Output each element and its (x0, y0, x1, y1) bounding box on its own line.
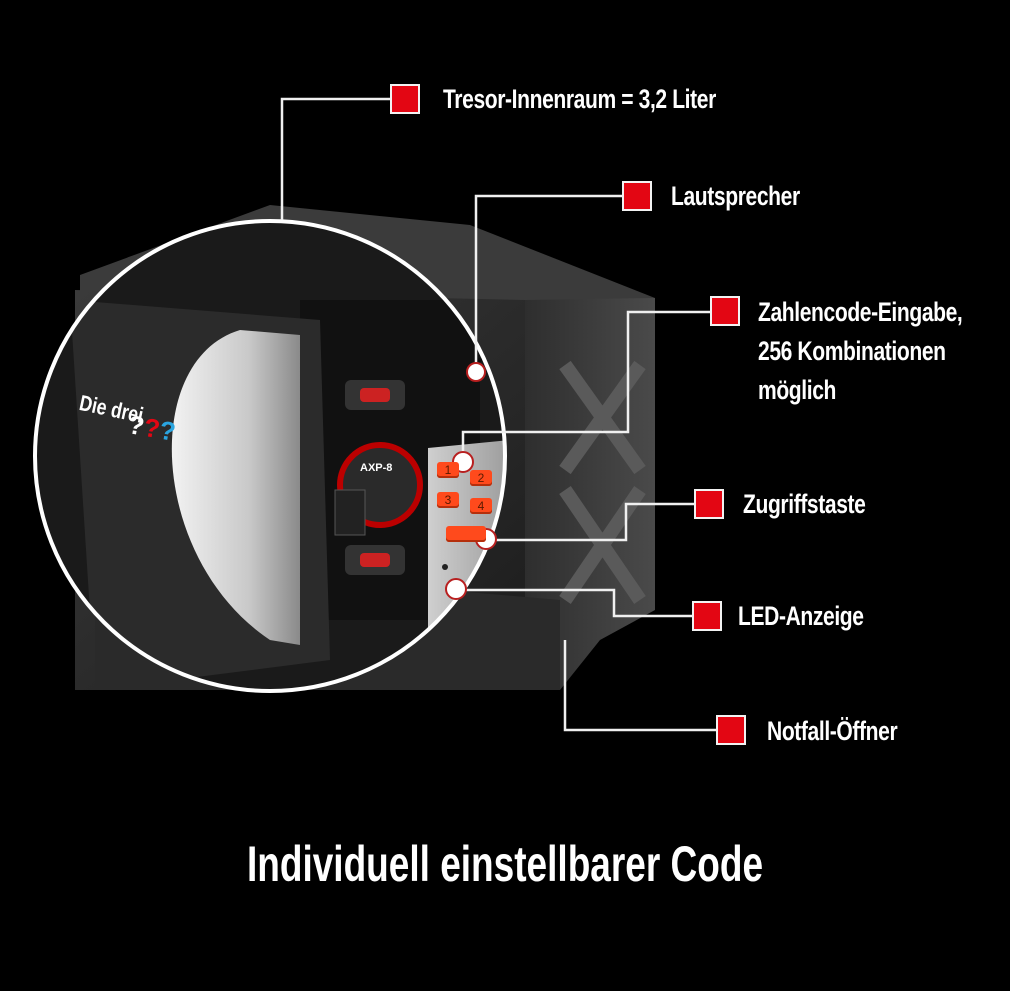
keypad-key-4: 4 (470, 498, 492, 514)
anchor-dot-led (445, 578, 467, 600)
marker-zahlencode-icon (710, 296, 740, 326)
keypad-key-2: 2 (470, 470, 492, 486)
access-key (446, 526, 486, 542)
callout-zahlencode-line2: 256 Kombinationen (758, 336, 946, 366)
headline: Individuell einstellbarer Code (246, 836, 764, 892)
marker-zugriffstaste-icon (694, 489, 724, 519)
callout-lautsprecher: Lautsprecher (671, 181, 800, 211)
callout-innenraum: Tresor-Innenraum = 3,2 Liter (443, 84, 716, 114)
callout-led: LED-Anzeige (738, 601, 864, 631)
anchor-dot-lautsprecher (466, 362, 486, 382)
callout-zahlencode-line3: möglich (758, 375, 837, 405)
callout-zahlencode-line1: Zahlencode-Eingabe, (758, 297, 963, 327)
mechanism-label: AXP-8 (360, 462, 393, 474)
marker-led-icon (692, 601, 722, 631)
magnifier-ring (33, 219, 507, 693)
keypad-key-3: 3 (437, 492, 459, 508)
marker-notfall-icon (716, 715, 746, 745)
marker-lautsprecher-icon (622, 181, 652, 211)
marker-innenraum-icon (390, 84, 420, 114)
callout-zugriffstaste: Zugriffstaste (743, 489, 866, 519)
callout-notfall: Notfall-Öffner (767, 716, 898, 746)
keypad-key-1: 1 (437, 462, 459, 478)
